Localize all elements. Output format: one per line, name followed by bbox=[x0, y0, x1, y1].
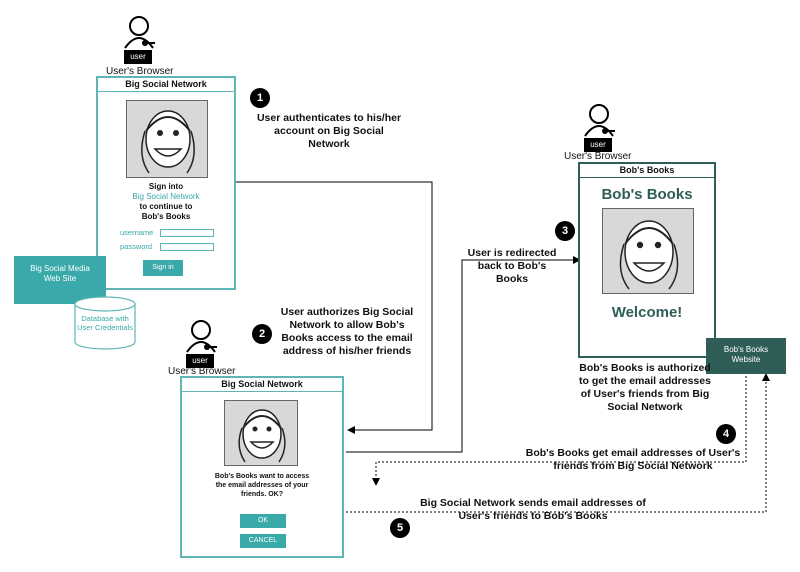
step-3-note: User is redirected back to Bob's Books bbox=[467, 247, 557, 285]
network-name-text: Big Social Network bbox=[132, 192, 200, 201]
welcome-text: Welcome! bbox=[611, 304, 683, 321]
profile-image bbox=[126, 100, 208, 178]
profile-image bbox=[224, 400, 298, 466]
step-3-marker: 3 bbox=[555, 221, 575, 241]
window-title: Big Social Network bbox=[182, 378, 342, 392]
profile-image bbox=[602, 208, 694, 294]
step-5-note: Big Social Network sends email addresses… bbox=[420, 497, 646, 522]
big-social-web-site-box: Big Social Media Web Site bbox=[14, 256, 106, 304]
app-name-text: Bob's Books bbox=[141, 212, 191, 221]
username-label: username bbox=[120, 228, 154, 237]
password-input[interactable] bbox=[160, 243, 214, 251]
bobs-books-website-box: Bob's Books Website bbox=[706, 338, 786, 374]
big-social-consent-window: Big Social Network Bob's Books want to a… bbox=[180, 376, 344, 558]
bobs-books-window: Bob's Books Bob's Books Welcome! bbox=[578, 162, 716, 358]
user-icon-label: user bbox=[130, 52, 146, 61]
database-label: Database with User Credentials bbox=[77, 314, 133, 332]
step-2-marker: 2 bbox=[252, 324, 272, 344]
user-icon-label: user bbox=[590, 140, 606, 149]
database-icon: Database with User Credentials bbox=[74, 296, 136, 350]
user-avatar-icon: user bbox=[184, 318, 224, 372]
step-2-note: User authorizes Big Social Network to al… bbox=[280, 306, 414, 357]
sign-in-prompt: Sign into Big Social Network to continue… bbox=[98, 182, 234, 222]
sign-in-button[interactable]: Sign in bbox=[143, 260, 183, 276]
sign-into-text: Sign into bbox=[148, 182, 184, 191]
step-4-marker: 4 bbox=[716, 424, 736, 444]
window-title: Big Social Network bbox=[98, 78, 234, 92]
step-4-note: Bob's Books get email addresses of User'… bbox=[525, 447, 741, 472]
ok-button[interactable]: OK bbox=[240, 514, 286, 528]
continue-to-text: to continue to bbox=[139, 202, 193, 211]
bobs-books-heading: Bob's Books bbox=[601, 186, 693, 203]
user-avatar-icon: user bbox=[122, 14, 162, 68]
window-title: Bob's Books bbox=[580, 164, 714, 178]
big-social-login-window: Big Social Network Sign into Big Social … bbox=[96, 76, 236, 290]
user-icon-label: user bbox=[192, 356, 208, 365]
authorized-note: Bob's Books is authorized to get the ema… bbox=[579, 362, 711, 413]
user-avatar-icon: user bbox=[582, 102, 622, 156]
step-1-marker: 1 bbox=[250, 88, 270, 108]
username-input[interactable] bbox=[160, 229, 214, 237]
browser-caption: User's Browser bbox=[106, 66, 174, 77]
step-5-marker: 5 bbox=[390, 518, 410, 538]
step-1-note: User authenticates to his/her account on… bbox=[256, 112, 402, 150]
flow-consent-to-bobs-books bbox=[346, 256, 581, 453]
cancel-button[interactable]: CANCEL bbox=[240, 534, 286, 548]
flow-send-email-addresses bbox=[346, 373, 770, 513]
password-label: password bbox=[120, 242, 153, 251]
browser-caption: User's Browser bbox=[168, 366, 236, 377]
consent-message: Bob's Books want to access the email add… bbox=[214, 473, 310, 498]
browser-caption: User's Browser bbox=[564, 151, 632, 162]
flow-login-to-consent bbox=[236, 181, 433, 434]
